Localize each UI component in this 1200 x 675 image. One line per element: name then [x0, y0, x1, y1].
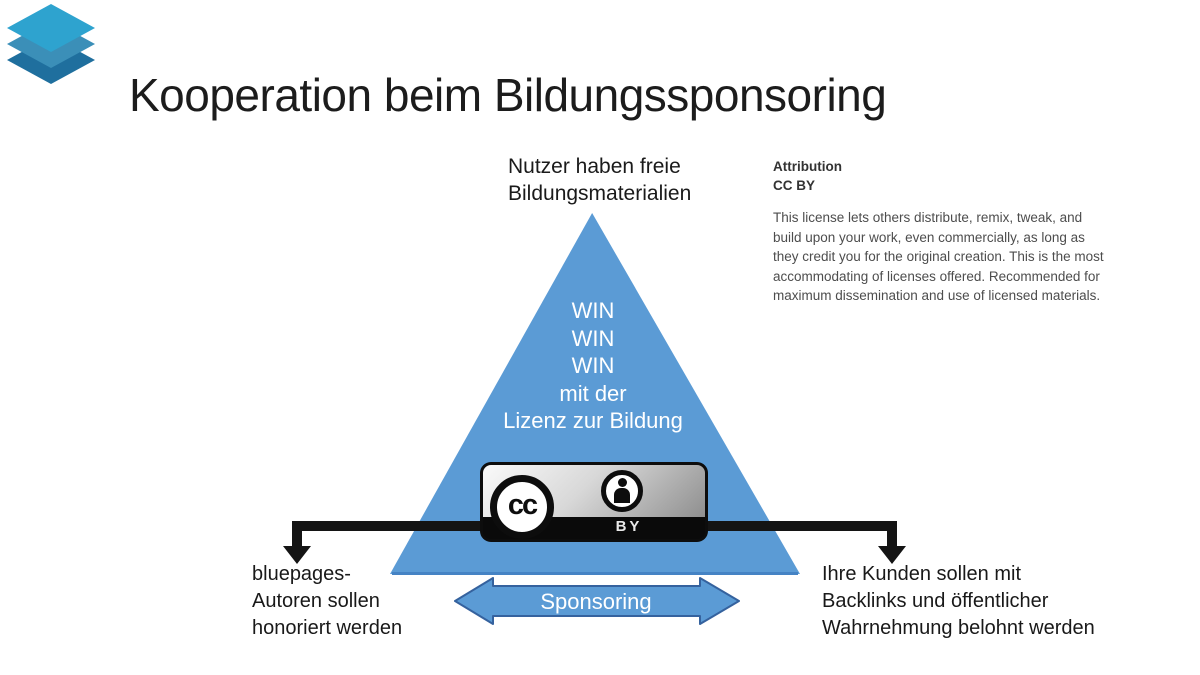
person-head-icon: [617, 478, 627, 487]
sponsoring-double-arrow: Sponsoring: [454, 577, 740, 625]
triangle-text: WIN WIN WIN mit der Lizenz zur Bildung: [468, 297, 718, 435]
right-note: Ihre Kunden sollen mit Backlinks und öff…: [822, 561, 1095, 642]
attribution-person-icon: [601, 470, 643, 512]
right-arrow-horizontal: [700, 521, 897, 531]
cc-by-label: BY: [615, 518, 643, 535]
right-note-line-2: Backlinks und öffentlicher: [822, 590, 1049, 612]
left-note-line-3: honoriert werden: [252, 617, 403, 639]
triangle-line-lizenz: Lizenz zur Bildung: [503, 408, 683, 433]
left-arrow-horizontal: [292, 521, 488, 531]
left-note-line-2: Autoren sollen: [252, 590, 380, 612]
right-arrow-vertical: [887, 521, 897, 548]
cc-letters: cc: [507, 489, 538, 521]
license-info-block: Attribution CC BY This license lets othe…: [773, 157, 1105, 306]
triangle-line-win-3: WIN: [571, 353, 615, 378]
triangle-line-win-2: WIN: [571, 325, 615, 351]
top-label-line-1: Nutzer haben freie: [508, 155, 681, 178]
top-label-line-2: Bildungsmaterialien: [508, 182, 692, 205]
person-body-icon: [614, 488, 630, 503]
sponsoring-label: Sponsoring: [540, 589, 651, 614]
license-heading-attribution: Attribution: [773, 159, 842, 174]
license-heading-cc-by: CC BY: [773, 178, 816, 193]
right-note-line-1: Ihre Kunden sollen mit: [822, 563, 1022, 585]
left-note-line-1: bluepages-: [252, 563, 351, 585]
triangle-line-win-1: WIN: [571, 298, 615, 323]
slide-title: Kooperation beim Bildungssponsoring: [129, 69, 887, 121]
left-note: bluepages- Autoren sollen honoriert werd…: [252, 561, 402, 642]
top-label: Nutzer haben freie Bildungsmaterialien: [508, 153, 691, 207]
layers-logo-icon: [5, 2, 97, 86]
triangle-line-mit-der: mit der: [559, 380, 627, 406]
sponsoring-arrow-shape: [454, 577, 740, 625]
license-body-text: This license lets others distribute, rem…: [773, 210, 1104, 303]
right-note-line-3: Wahrnehmung belohnt werden: [822, 617, 1095, 639]
triangle-base-edge: [392, 572, 798, 575]
cc-logo-icon: cc: [490, 475, 554, 539]
left-arrow-vertical: [292, 521, 302, 548]
